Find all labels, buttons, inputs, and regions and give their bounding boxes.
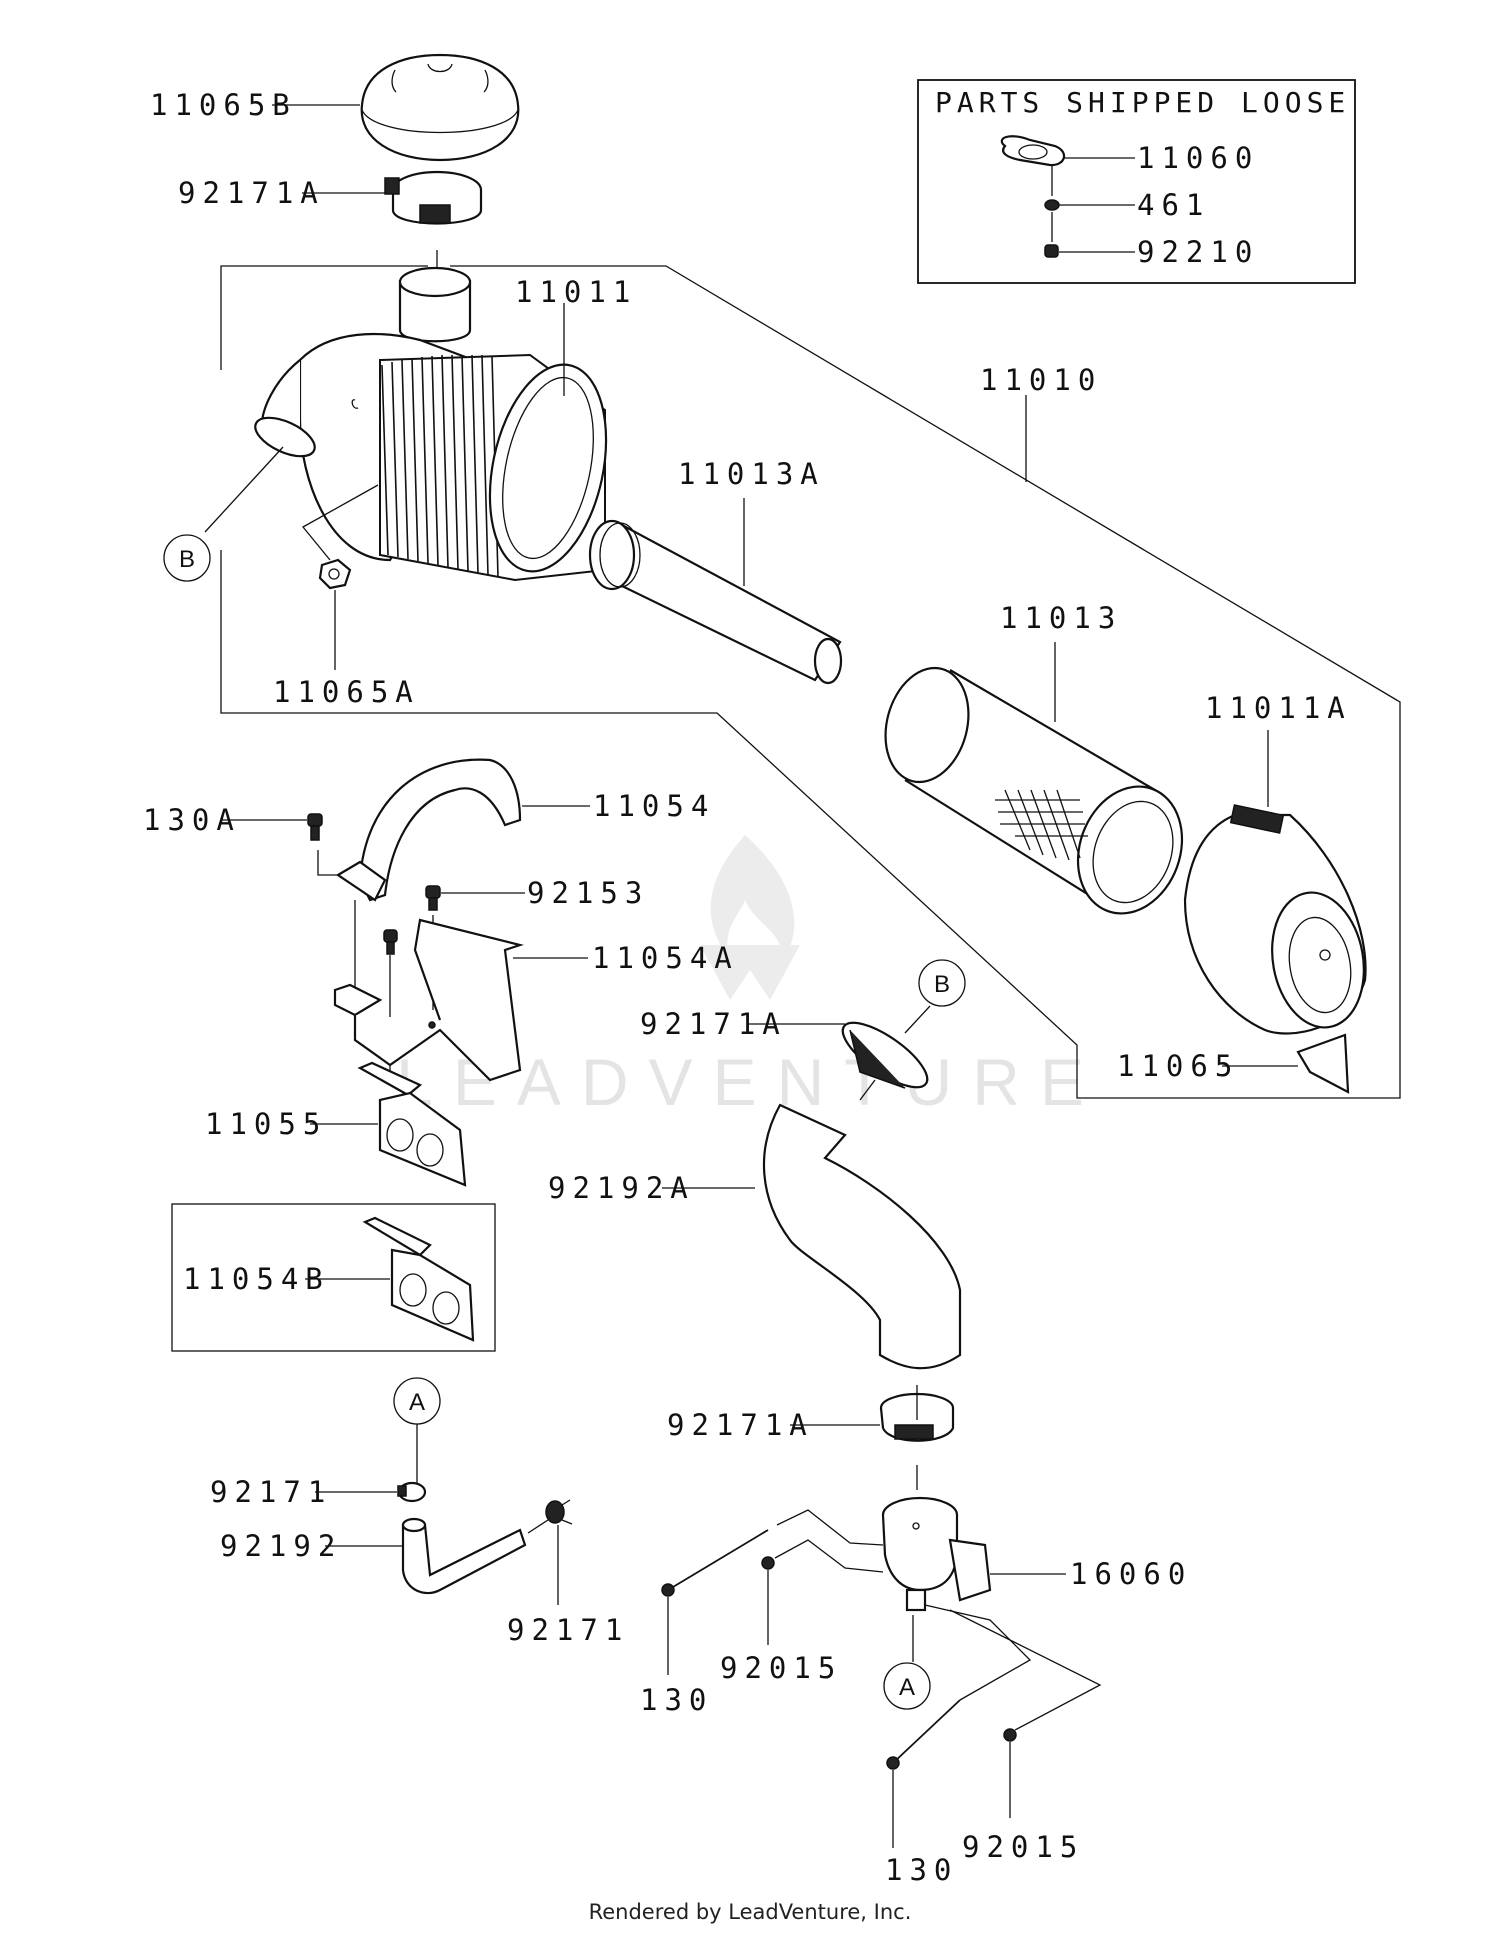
- callout-11054a[interactable]: 11054A: [592, 941, 739, 975]
- kit-box-11054b: [171, 1203, 496, 1352]
- callout-11065b[interactable]: 11065B: [150, 88, 297, 122]
- callout-11011[interactable]: 11011: [515, 275, 637, 309]
- watermark-flame-icon: [710, 835, 795, 965]
- callout-11060[interactable]: 11060: [1137, 141, 1259, 175]
- ref-marker-b-mid: [918, 959, 966, 1007]
- callout-11054[interactable]: 11054: [593, 789, 715, 823]
- callout-92171a-low[interactable]: 92171A: [667, 1408, 814, 1442]
- callout-461[interactable]: 461: [1137, 188, 1210, 222]
- callout-11013a[interactable]: 11013A: [678, 457, 825, 491]
- cap-11065b-icon: [360, 53, 520, 162]
- ref-marker-b-left-label: B: [179, 546, 195, 573]
- callout-92171-right[interactable]: 92171: [507, 1613, 629, 1647]
- bolt-130a-icon: [307, 813, 323, 841]
- footer-credit: Rendered by LeadVenture, Inc.: [588, 1900, 912, 1924]
- hose-clamp-small-left-icon: [397, 1481, 427, 1503]
- watermark-v-icon: [700, 945, 800, 1000]
- safety-element-11013a-icon: [588, 519, 843, 685]
- gasket-11060-icon: [1000, 135, 1066, 167]
- parts-shipped-loose-title: PARTS SHIPPED LOOSE: [935, 86, 1350, 119]
- callout-92015-b[interactable]: 92015: [962, 1830, 1084, 1864]
- callout-11011a[interactable]: 11011A: [1205, 691, 1352, 725]
- parts-shipped-loose-box: PARTS SHIPPED LOOSE 11060 461 92210: [917, 79, 1356, 284]
- bracket-11054a-icon: [333, 918, 524, 1082]
- separator-16060-icon: [881, 1496, 992, 1612]
- callout-130-a[interactable]: 130: [640, 1683, 713, 1717]
- parts-shipped-loose-frame: [917, 79, 1356, 284]
- callout-11013[interactable]: 11013: [1000, 601, 1122, 635]
- callout-92192a[interactable]: 92192A: [548, 1171, 695, 1205]
- kit-box-frame: [171, 1203, 496, 1352]
- nut-92015-b-icon: [1003, 1728, 1017, 1742]
- bolt-130-a-head-icon: [661, 1583, 675, 1597]
- callout-92171a-top[interactable]: 92171A: [178, 176, 325, 210]
- assembly-bracket-top-left: [220, 265, 428, 370]
- callout-130a[interactable]: 130A: [143, 803, 241, 837]
- breather-hose-92192-icon: [401, 1517, 527, 1595]
- bolt-130-b-shaft: [892, 1699, 961, 1764]
- assembly-bracket: [220, 265, 1401, 1099]
- callout-130-b[interactable]: 130: [885, 1853, 958, 1887]
- bracket-11054-icon: [335, 758, 522, 902]
- bolt-icon: [383, 929, 398, 955]
- ref-marker-a-bottom-label: A: [899, 1674, 915, 1701]
- hose-clamp-top-icon: [384, 170, 483, 225]
- drain-valve-11065a-icon: [318, 558, 352, 590]
- callout-92153[interactable]: 92153: [527, 876, 649, 910]
- ref-marker-b-mid-label: B: [934, 971, 950, 998]
- callout-92015-a[interactable]: 92015: [720, 1651, 842, 1685]
- watermark: LEADVENTURE: [396, 835, 1084, 1119]
- hose-clamp-mid-icon: [841, 1021, 929, 1089]
- ref-marker-a-left-label: A: [409, 1389, 425, 1416]
- callout-11054b[interactable]: 11054B: [183, 1262, 330, 1296]
- washer-461-icon: [1044, 199, 1060, 211]
- hose-clamp-small-right-icon: [545, 1499, 573, 1525]
- plate-11055-icon: [357, 1061, 467, 1187]
- air-cleaner-housing-icon: [254, 266, 608, 582]
- bolt-92153-icon: [425, 885, 441, 911]
- dust-cover-11011a-icon: [1183, 804, 1367, 1035]
- callout-92210[interactable]: 92210: [1137, 235, 1259, 269]
- nut-92210-icon: [1044, 244, 1059, 258]
- callout-92171a-mid[interactable]: 92171A: [640, 1007, 787, 1041]
- callout-92171-left[interactable]: 92171: [210, 1475, 332, 1509]
- nut-92015-a-icon: [761, 1556, 775, 1570]
- intake-hose-92192a-icon: [762, 1103, 962, 1370]
- callout-16060[interactable]: 16060: [1070, 1557, 1192, 1591]
- primary-element-11013-icon: [884, 666, 1184, 915]
- bolt-130-a-shaft: [667, 1529, 769, 1591]
- callout-11055[interactable]: 11055: [205, 1107, 327, 1141]
- vacuator-valve-11065-icon: [1296, 1033, 1350, 1094]
- callout-11065[interactable]: 11065: [1117, 1049, 1239, 1083]
- callout-11065a[interactable]: 11065A: [273, 675, 420, 709]
- ref-marker-a-bottom: [883, 1662, 931, 1710]
- bolt-130-b-head-icon: [886, 1756, 900, 1770]
- ref-marker-b-left: [163, 534, 211, 582]
- callout-92192[interactable]: 92192: [220, 1529, 342, 1563]
- callout-11010[interactable]: 11010: [980, 363, 1102, 397]
